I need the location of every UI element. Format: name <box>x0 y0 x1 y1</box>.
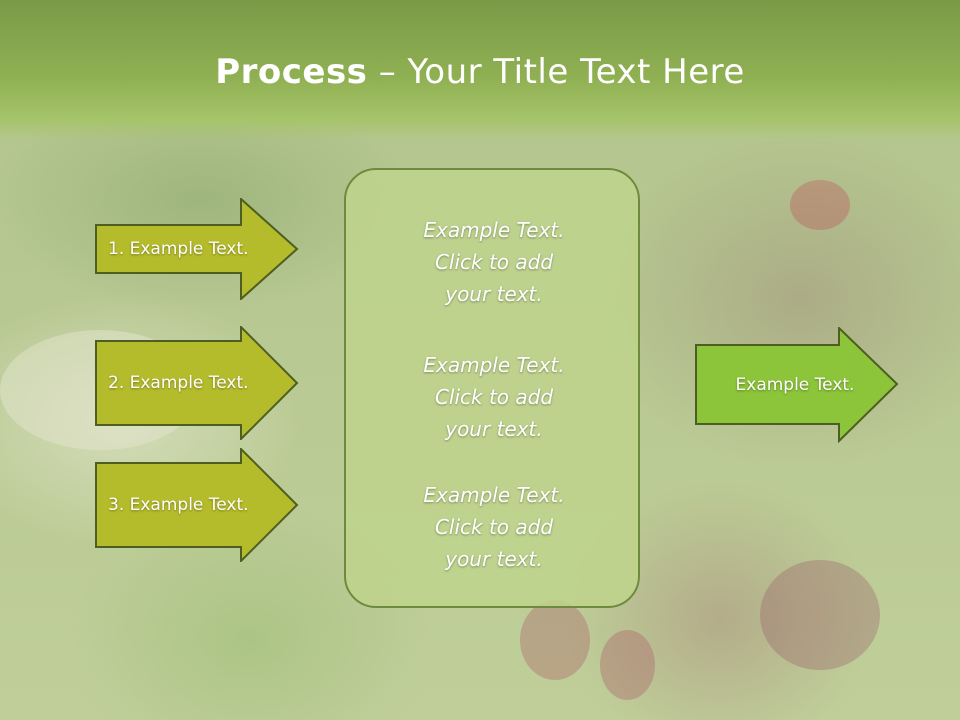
arrow-shape <box>95 198 299 300</box>
slide-title[interactable]: Process – Your Title Text Here <box>0 52 960 92</box>
title-rest: – Your Title Text Here <box>367 52 745 92</box>
center-line: Example Text. <box>423 353 565 377</box>
center-line: your text. <box>445 282 543 306</box>
step-arrow-2[interactable]: 2. Example Text. <box>95 326 300 440</box>
title-bold: Process <box>215 52 368 92</box>
center-text-block-3: Example Text. Click to add your text. <box>346 479 642 575</box>
flower-bud <box>600 630 655 700</box>
center-line: Example Text. <box>423 218 565 242</box>
center-line: Click to add <box>434 250 554 274</box>
result-arrow[interactable]: Example Text. <box>695 327 900 443</box>
arrow-shape <box>95 448 299 562</box>
arrow-shape <box>695 327 899 443</box>
step-arrow-label: 2. Example Text. <box>108 373 249 393</box>
step-arrow-label: 1. Example Text. <box>108 239 249 259</box>
step-arrow-label: 3. Example Text. <box>108 495 249 515</box>
flower-bud <box>520 600 590 680</box>
center-text-block-2: Example Text. Click to add your text. <box>346 349 642 445</box>
center-line: your text. <box>445 547 543 571</box>
center-text-box[interactable]: Example Text. Click to add your text. Ex… <box>344 168 640 608</box>
center-line: Click to add <box>434 385 554 409</box>
title-band <box>0 0 960 140</box>
step-arrow-1[interactable]: 1. Example Text. <box>95 198 300 300</box>
center-line: Click to add <box>434 515 554 539</box>
center-text-block-1: Example Text. Click to add your text. <box>346 214 642 310</box>
center-line: your text. <box>445 417 543 441</box>
flower-bud <box>760 560 880 670</box>
arrow-shape <box>95 326 299 440</box>
flower-bud <box>790 180 850 230</box>
result-arrow-label: Example Text. <box>735 375 855 395</box>
center-line: Example Text. <box>423 483 565 507</box>
step-arrow-3[interactable]: 3. Example Text. <box>95 448 300 562</box>
